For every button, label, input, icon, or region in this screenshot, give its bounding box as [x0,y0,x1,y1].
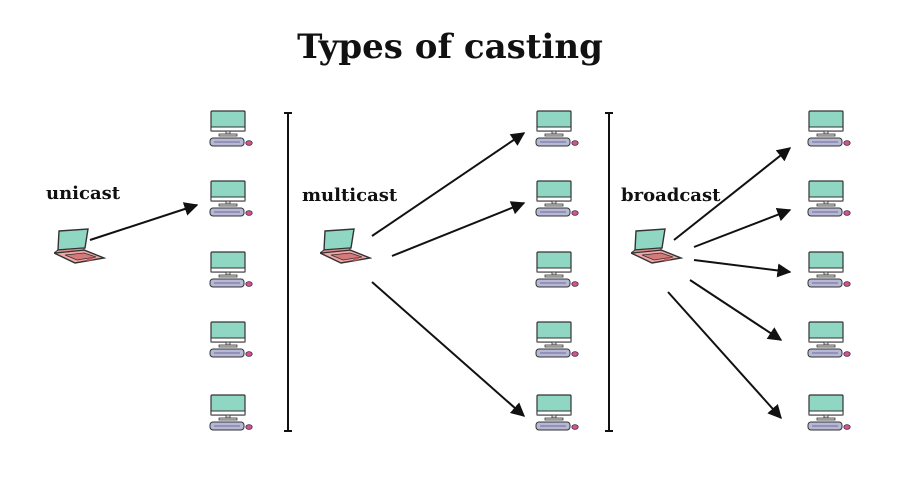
desktop-computer-icon [535,394,579,431]
broadcast-arrow [689,279,783,341]
desktop-computer-icon [807,321,851,358]
unicast-arrow [89,202,199,241]
diagram-title: Types of casting [297,27,603,67]
desktop-computer-icon [807,251,851,288]
laptop-icon [631,228,682,264]
desktop-computer-icon [209,394,253,431]
broadcast-arrow [693,207,792,248]
desktop-computer-icon [209,110,253,147]
laptop-icon [320,228,371,264]
desktop-computer-icon [535,110,579,147]
multicast-arrow [371,132,526,237]
desktop-computer-icon [807,180,851,217]
desktop-computer-icon [209,180,253,217]
unicast-label: unicast [46,183,121,204]
desktop-computer-icon [535,321,579,358]
multicast-arrow [391,201,526,257]
broadcast-arrow [673,147,792,241]
desktop-computer-icon [535,251,579,288]
broadcast-arrow [693,259,792,278]
divider-2 [605,112,613,432]
desktop-computer-icon [209,251,253,288]
multicast-label: multicast [302,185,398,206]
desktop-computer-icon [807,394,851,431]
laptop-icon [54,228,105,264]
desktop-computer-icon [535,180,579,217]
broadcast-arrow [667,291,782,420]
divider-1 [284,112,292,432]
multicast-arrow [371,281,526,417]
desktop-computer-icon [807,110,851,147]
broadcast-label: broadcast [621,185,721,206]
desktop-computer-icon [209,321,253,358]
